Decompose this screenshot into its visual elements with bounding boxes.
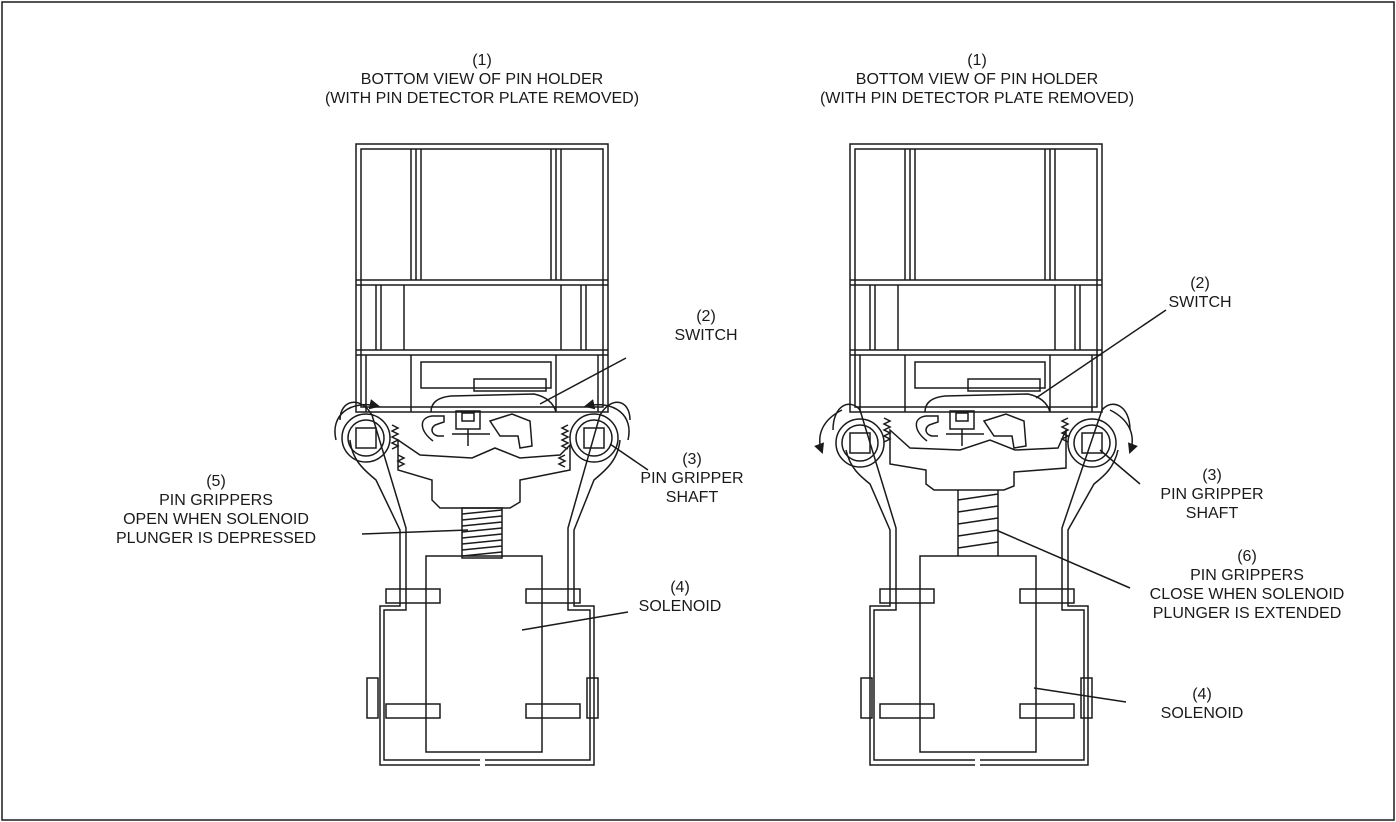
right-shaft-text2: SHAFT: [1185, 505, 1239, 522]
left-shaft-label: (3) PIN GRIPPER SHAFT: [640, 450, 743, 507]
right-switch-label: (2) SWITCH: [1168, 274, 1231, 312]
left-shaft-number: (3): [682, 451, 702, 468]
right-shaft-number: (3): [1202, 467, 1222, 484]
right-switch-text: SWITCH: [1168, 294, 1232, 311]
right-title-number: (1): [967, 52, 987, 69]
left-switch-number: (2): [696, 308, 716, 325]
left-solenoid-body: [366, 555, 599, 753]
left-shaft-text1: PIN GRIPPER: [640, 470, 744, 487]
left-grippers-leader: [361, 529, 469, 535]
right-grippers-text3: PLUNGER IS EXTENDED: [1152, 605, 1342, 622]
left-pin-holder: [334, 143, 649, 767]
left-gripper-body: [397, 438, 571, 509]
left-shaft-text2: SHAFT: [665, 489, 719, 506]
right-solenoid-label: (4) SOLENOID: [1161, 685, 1244, 723]
left-plunger-spring: [461, 507, 503, 559]
right-shaft-square-a: [849, 432, 871, 454]
left-gripper-arm-right: [485, 401, 631, 761]
right-grippers-text2: CLOSE WHEN SOLENOID: [1149, 586, 1345, 603]
right-switch-number: (2): [1190, 275, 1210, 292]
left-grippers-text2: OPEN WHEN SOLENOID: [123, 511, 309, 528]
right-title: (1) BOTTOM VIEW OF PIN HOLDER (WITH PIN …: [820, 51, 1134, 108]
left-switch-leader: [539, 357, 627, 405]
right-rotation-arrow-b: [1109, 409, 1138, 454]
right-solenoid-number: (4): [1192, 686, 1212, 703]
left-title-number: (1): [472, 52, 492, 69]
left-grippers-text3: PLUNGER IS DEPRESSED: [115, 530, 317, 547]
left-rotation-arrow-a: [334, 399, 381, 441]
right-gripper-body: [889, 428, 1067, 491]
left-title: (1) BOTTOM VIEW OF PIN HOLDER (WITH PIN …: [325, 51, 639, 108]
right-shaft-label: (3) PIN GRIPPER SHAFT: [1160, 466, 1263, 523]
right-shaft-text1: PIN GRIPPER: [1160, 486, 1264, 503]
right-title-line2: (WITH PIN DETECTOR PLATE REMOVED): [819, 90, 1135, 107]
left-solenoid-text: SOLENOID: [638, 598, 722, 615]
right-solenoid-text: SOLENOID: [1160, 705, 1244, 722]
right-shaft-square-b: [1081, 432, 1103, 454]
left-solenoid-leader: [521, 611, 629, 631]
right-switch-leader: [1035, 309, 1167, 399]
right-shaft-leader: [1099, 449, 1141, 485]
right-grippers-number: (6): [1237, 548, 1257, 565]
left-solenoid-label: (4) SOLENOID: [639, 578, 722, 616]
right-title-line1: BOTTOM VIEW OF PIN HOLDER: [855, 71, 1099, 88]
right-grippers-text1: PIN GRIPPERS: [1190, 567, 1304, 584]
right-grippers-label: (6) PIN GRIPPERS CLOSE WHEN SOLENOID PLU…: [1150, 547, 1345, 623]
left-shaft-leader: [609, 443, 649, 471]
left-grippers-label: (5) PIN GRIPPERS OPEN WHEN SOLENOID PLUN…: [116, 472, 316, 548]
left-gripper-arm-left: [339, 401, 480, 761]
right-gripper-arm-right: [980, 403, 1131, 761]
left-grippers-text1: PIN GRIPPERS: [159, 492, 273, 509]
left-switch-label: (2) SWITCH: [674, 307, 737, 345]
right-grippers-leader: [995, 529, 1131, 589]
left-title-line1: BOTTOM VIEW OF PIN HOLDER: [360, 71, 604, 88]
right-rotation-arrow-a: [814, 409, 843, 454]
left-shaft-square-b: [583, 427, 605, 449]
right-plunger-spring: [957, 490, 999, 556]
right-gripper-arm-left: [832, 403, 975, 761]
right-solenoid-leader: [1033, 687, 1127, 703]
left-grippers-number: (5): [206, 473, 226, 490]
left-rotation-arrow-b: [583, 399, 630, 441]
left-shaft-square-a: [355, 427, 377, 449]
left-switch-text: SWITCH: [674, 327, 738, 344]
right-pin-holder: [814, 143, 1167, 767]
left-solenoid-number: (4): [670, 579, 690, 596]
left-title-line2: (WITH PIN DETECTOR PLATE REMOVED): [324, 90, 640, 107]
